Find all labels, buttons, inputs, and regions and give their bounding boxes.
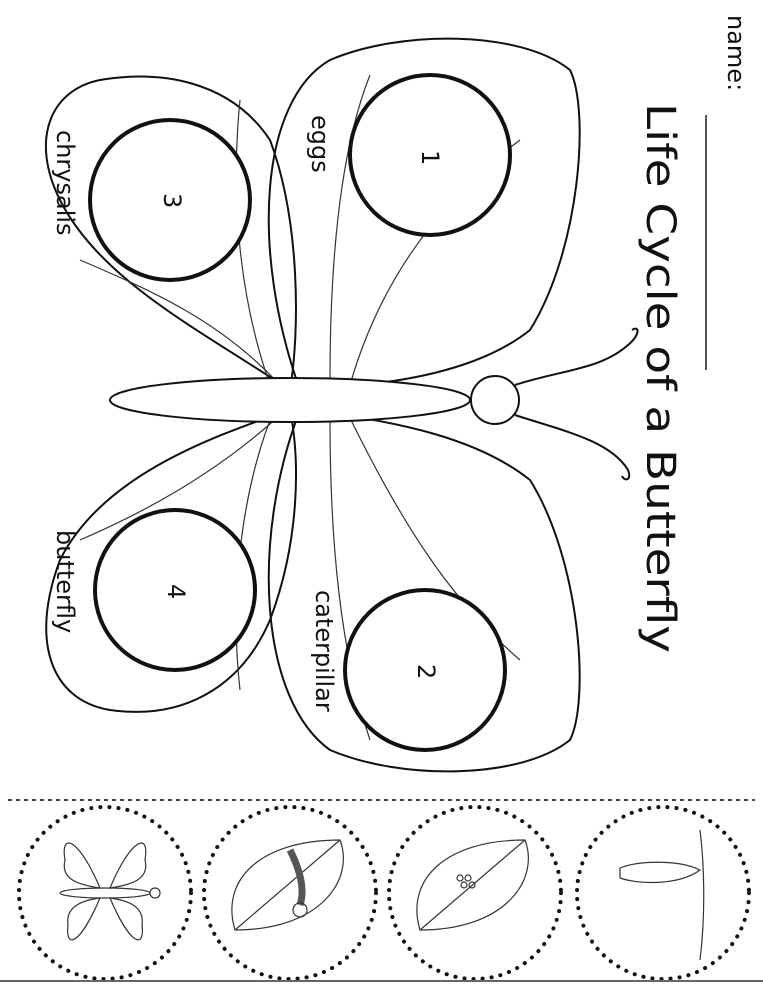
svg-text:2: 2 (412, 664, 440, 679)
butterfly-icon (59, 842, 161, 941)
antenna-top (514, 327, 639, 386)
label-caterpillar: caterpillar (310, 590, 338, 712)
stage-circle-4[interactable]: 4 (93, 508, 257, 672)
label-chrysalis: chrysalis (51, 130, 79, 236)
stage-circle-3[interactable]: 3 (88, 118, 252, 282)
cutout-chrysalis[interactable] (575, 805, 751, 981)
svg-text:4: 4 (162, 584, 190, 599)
butterfly-head (470, 375, 520, 425)
worksheet-title: Life Cycle of a Butterfly (637, 103, 683, 653)
caterpillar-on-leaf-icon (231, 839, 344, 931)
svg-text:3: 3 (158, 193, 186, 208)
antenna-bottom (514, 414, 631, 481)
label-butterfly: butterfly (51, 530, 79, 633)
cutout-butterfly[interactable] (17, 805, 193, 981)
stage-circle-1[interactable]: 1 (348, 73, 512, 237)
eggs-on-leaf-icon (416, 839, 529, 931)
cutout-caterpillar[interactable] (202, 805, 378, 981)
label-eggs: eggs (306, 115, 334, 173)
name-label: name: (722, 15, 750, 91)
butterfly-outline (45, 37, 639, 773)
stage-circle-2[interactable]: 2 (343, 588, 507, 752)
chrysalis-on-stem-icon (619, 829, 705, 961)
cutout-eggs[interactable] (387, 805, 563, 981)
svg-text:1: 1 (416, 150, 444, 165)
butterfly-body (109, 377, 471, 423)
